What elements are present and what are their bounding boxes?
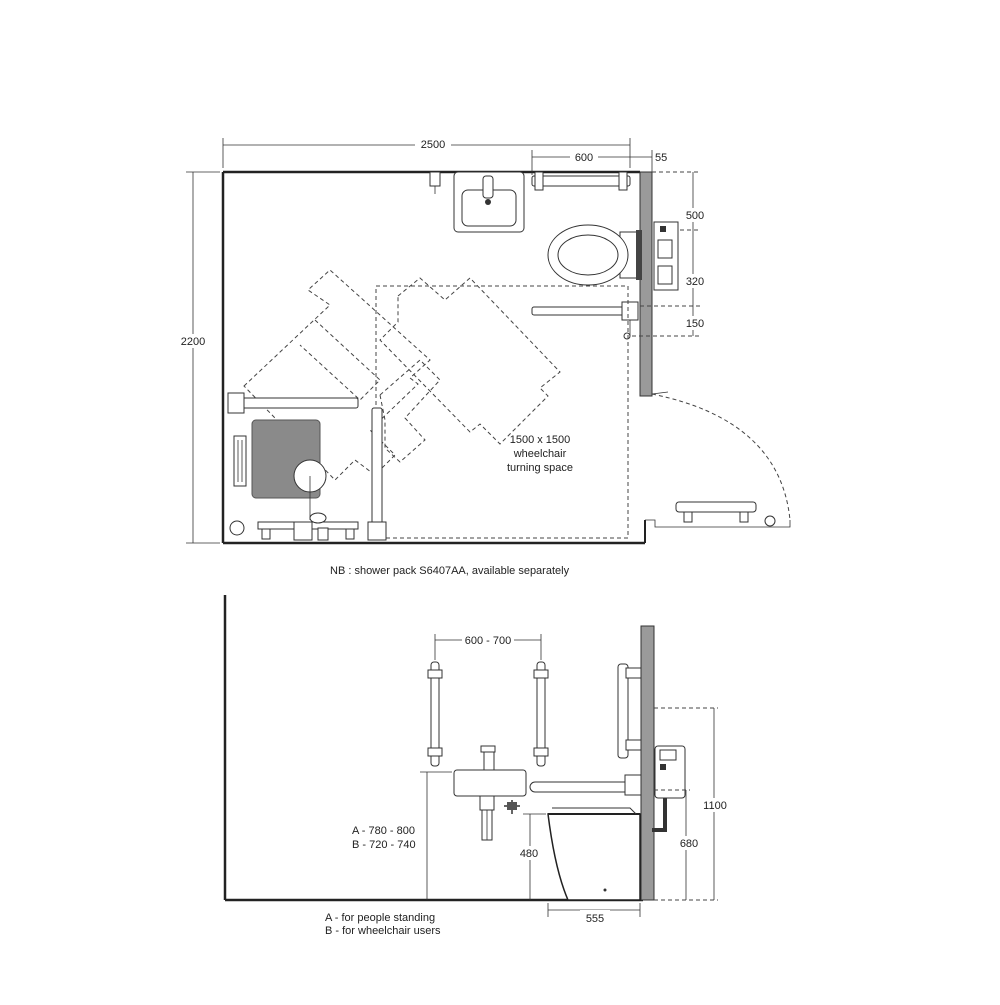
dim-label-600: 600 — [575, 152, 593, 164]
turning-space-line1: 1500 x 1500 — [510, 434, 571, 446]
concealed-cistern — [652, 745, 686, 832]
drop-down-rail-plan — [531, 301, 639, 340]
dim-label-2500: 2500 — [421, 139, 445, 151]
room-walls — [221, 170, 791, 545]
wash-basin-plan — [429, 171, 525, 233]
grab-rail-vertical-plan — [367, 407, 387, 541]
dim-grab-rail: 600 — [531, 150, 630, 175]
dim-label-500: 500 — [686, 210, 704, 222]
dim-width-total: 2500 — [222, 137, 631, 168]
wheelchair-outline-left — [243, 269, 431, 481]
dim-depth-total: 2200 — [178, 171, 220, 544]
vertical-rail-left — [427, 661, 443, 767]
dim-label-480: 480 — [520, 848, 538, 860]
turning-space: 1500 x 1500 wheelchair turning space — [375, 285, 629, 539]
elevation-view: 600 - 700 — [223, 595, 730, 937]
dim-projection: 555 — [547, 903, 641, 925]
wc-pan-plan — [547, 224, 642, 286]
dim-height-right: 680 1100 — [654, 707, 730, 901]
dim-wall-offset: 55 — [630, 150, 667, 172]
turning-space-line3: turning space — [507, 462, 573, 474]
vertical-rail-wc — [617, 663, 642, 759]
dim-label-1100: 1100 — [703, 800, 727, 812]
wash-basin-elevation — [453, 745, 527, 841]
dim-label-320: 320 — [686, 276, 704, 288]
door-swing — [651, 391, 791, 521]
dim-label-150: 150 — [686, 318, 704, 330]
basin-height-b: B - 720 - 740 — [352, 839, 416, 851]
dim-rail-spacing: 600 - 700 — [434, 633, 542, 660]
dim-label-680: 680 — [680, 838, 698, 850]
side-wall-duct — [639, 171, 653, 397]
legend: A - for people standing B - for wheelcha… — [325, 912, 441, 937]
elevation-wall-duct — [640, 625, 655, 901]
drop-down-rail-elevation — [529, 774, 642, 796]
turning-space-line2: wheelchair — [513, 448, 567, 460]
grab-rail-top — [531, 171, 631, 191]
dim-basin-height: A - 780 - 800 B - 720 - 740 — [352, 771, 452, 900]
dim-label-55: 55 — [655, 152, 667, 164]
grab-rail-door — [675, 501, 776, 527]
flush-plate-plan — [653, 221, 679, 291]
plan-note: NB : shower pack S6407AA, available sepa… — [330, 565, 570, 577]
dim-right-column: 500 320 150 — [625, 171, 707, 337]
wheelchair-outline-right — [379, 277, 561, 463]
dim-seat-height: 480 — [514, 813, 546, 900]
dim-label-600-700: 600 - 700 — [465, 635, 511, 647]
dim-label-2200: 2200 — [181, 336, 205, 348]
legend-a: A - for people standing — [325, 912, 435, 924]
legend-b: B - for wheelchair users — [325, 925, 441, 937]
vertical-rail-right — [533, 661, 549, 767]
shower-valve-plan — [229, 512, 359, 541]
shower-seat-plan — [233, 419, 327, 520]
wc-pan-elevation — [547, 807, 641, 901]
plan-view: 2500 600 55 2200 — [178, 137, 791, 577]
dim-label-555: 555 — [586, 913, 604, 925]
basin-height-a: A - 780 - 800 — [352, 825, 415, 837]
grab-rail-left-horizontal — [227, 392, 359, 414]
